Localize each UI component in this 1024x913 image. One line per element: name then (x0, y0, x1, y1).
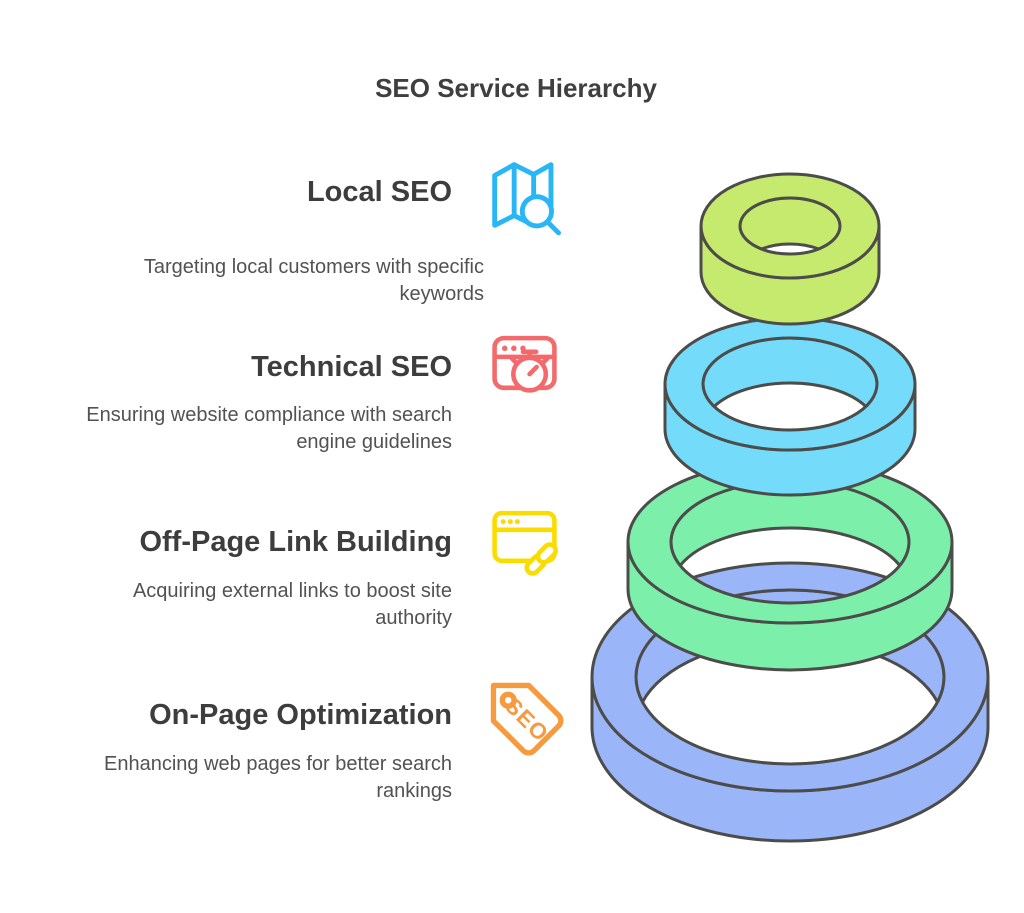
section-heading: Off-Page Link Building (139, 526, 452, 558)
section-heading: Local SEO (306, 176, 452, 208)
pyramid-ring-1 (699, 172, 881, 326)
section-description: Enhancing web pages for better search ra… (104, 753, 452, 802)
browser-link-icon (492, 510, 558, 576)
section-heading: On-Page Optimization (149, 699, 452, 731)
pyramid-ring-4 (590, 561, 990, 843)
pyramid-ring-3 (626, 459, 954, 672)
section-description: Targeting local customers with specific … (143, 256, 484, 305)
section-description: Acquiring external links to boost site a… (132, 580, 452, 629)
section-description: Ensuring website compliance with search … (86, 404, 452, 453)
page-title: SEO Service Hierarchy (375, 73, 657, 103)
seo-tag-icon: SEO (490, 682, 564, 756)
pyramid-ring-2 (663, 316, 917, 497)
map-search-icon (492, 162, 562, 236)
section-heading: Technical SEO (251, 351, 452, 383)
browser-stopwatch-icon (492, 335, 557, 393)
